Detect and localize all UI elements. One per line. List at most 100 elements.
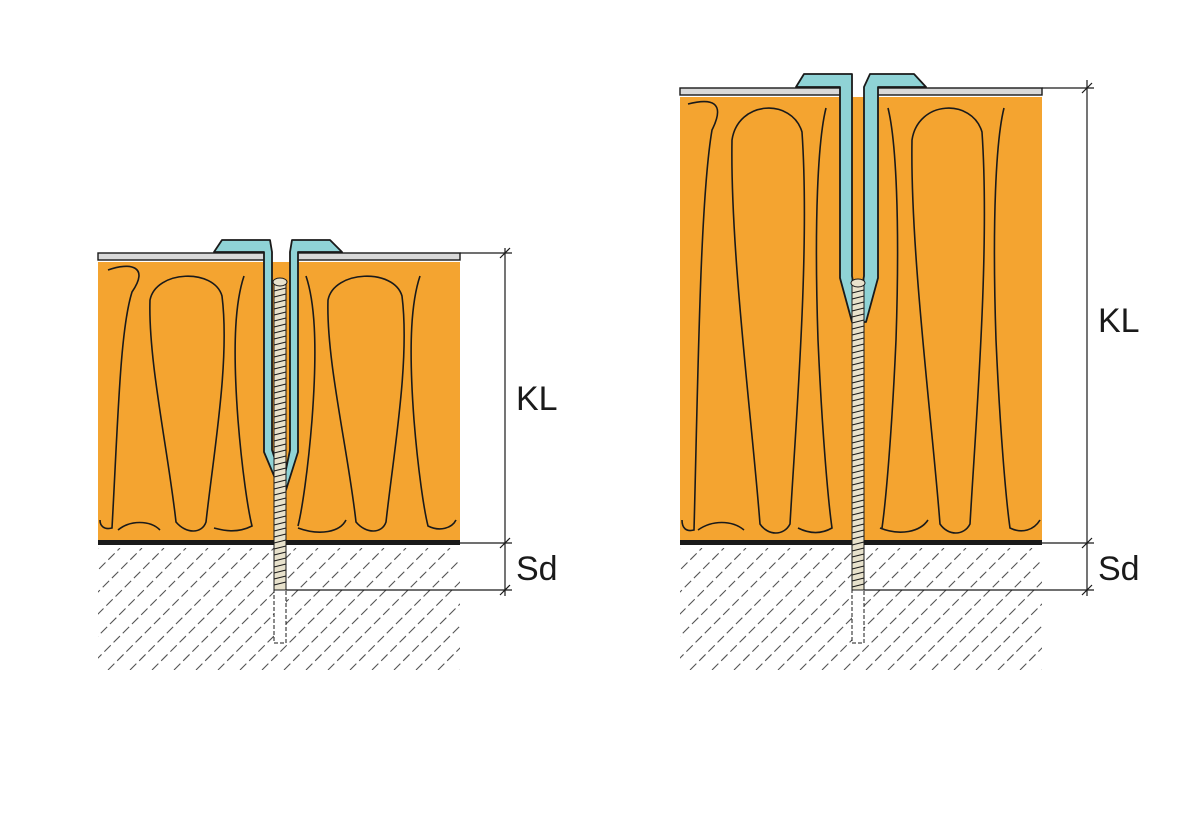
screw-thread [273, 293, 287, 298]
screw-thread [273, 479, 287, 484]
screw-thread [273, 461, 287, 466]
screw-thread [851, 481, 865, 486]
screw-thread [273, 497, 287, 502]
screw-thread [851, 583, 865, 588]
screw-thread [273, 419, 287, 424]
screw-thread [273, 431, 287, 436]
hatch-line [570, 548, 692, 670]
right-clip [795, 73, 927, 323]
hatch-line [195, 548, 319, 670]
screw-thread [851, 307, 865, 312]
left-insulation-fibres [99, 265, 457, 533]
left-assembly: KL Sd [97, 239, 692, 670]
hatch-line [283, 548, 407, 670]
screw-thread [851, 511, 865, 516]
left-sheet-right [291, 252, 461, 261]
screw-thread [851, 427, 865, 432]
screw-thread [273, 563, 287, 568]
hatch-line [98, 548, 187, 637]
hatch-line [689, 548, 813, 670]
screw-thread [273, 401, 287, 406]
screw-thread [851, 487, 865, 492]
hatch-line [393, 603, 460, 670]
left-screw [272, 277, 288, 644]
screw-thread [851, 451, 865, 456]
screw-thread [851, 343, 865, 348]
screw-thread [273, 521, 287, 526]
screw-thread [851, 403, 865, 408]
hatch-line [680, 548, 747, 615]
hatch-line [865, 548, 989, 670]
hatch-line [680, 548, 769, 637]
screw-thread [851, 373, 865, 378]
screw-thread [851, 295, 865, 300]
screw-thread [273, 311, 287, 316]
screw-thread [273, 569, 287, 574]
screw-thread [851, 301, 865, 306]
screw-thread [851, 571, 865, 576]
left-kl-label: KL [516, 380, 558, 418]
hatch-line [931, 559, 1042, 670]
right-substrate-hatch [680, 548, 1200, 670]
screw-thread [851, 553, 865, 558]
screw-thread [273, 365, 287, 370]
screw-thread [273, 353, 287, 358]
screw-thread [851, 529, 865, 534]
screw-thread [851, 397, 865, 402]
screw-thread [273, 503, 287, 508]
hatch-line [349, 559, 460, 670]
screw-thread [851, 469, 865, 474]
hatch-line [98, 548, 143, 593]
screw-thread [851, 385, 865, 390]
screw-thread [851, 337, 865, 342]
screw-thread [851, 325, 865, 330]
screw-thread [273, 341, 287, 346]
hatch-line [437, 647, 460, 670]
hatch-line [821, 548, 945, 670]
screw-thread [851, 445, 865, 450]
screw-thread [851, 391, 865, 396]
screw-thread [851, 541, 865, 546]
screw-thread [273, 437, 287, 442]
hatch-line [711, 548, 835, 670]
screw-thread [851, 361, 865, 366]
screw-thread [851, 517, 865, 522]
hatch-line [843, 548, 967, 670]
screw-thread [273, 581, 287, 586]
screw-thread [273, 449, 287, 454]
hatch-line [680, 548, 703, 571]
screw-thread [851, 355, 865, 360]
hatch-line [953, 581, 1042, 670]
screw-thread [273, 551, 287, 556]
right-dimensions [864, 80, 1094, 596]
right-sd-label: Sd [1098, 550, 1140, 588]
screw-thread [273, 509, 287, 514]
left-substrate-hatch [98, 548, 692, 670]
screw-thread [273, 413, 287, 418]
screw-thread [851, 433, 865, 438]
hatch-line [997, 625, 1042, 670]
screw-thread [851, 523, 865, 528]
screw-thread [851, 331, 865, 336]
screw-thread [851, 499, 865, 504]
screw-thread [851, 547, 865, 552]
right-assembly: KL Sd [679, 73, 1200, 670]
hatch-line [371, 581, 460, 670]
hatch-line [548, 548, 670, 670]
screw-thread [273, 425, 287, 430]
screw-thread [273, 335, 287, 340]
screw-thread [851, 319, 865, 324]
hatch-line [98, 548, 209, 659]
right-sheet-left [679, 87, 843, 96]
screw-thread [273, 491, 287, 496]
screw-thread [273, 305, 287, 310]
hatch-line [680, 548, 725, 593]
screw-thread [851, 313, 865, 318]
hatch-line [887, 548, 1011, 670]
hatch-line [327, 548, 451, 670]
hatch-line [1130, 548, 1200, 670]
screw-thread [273, 527, 287, 532]
hatch-line [909, 548, 1033, 670]
screw-thread [851, 415, 865, 420]
